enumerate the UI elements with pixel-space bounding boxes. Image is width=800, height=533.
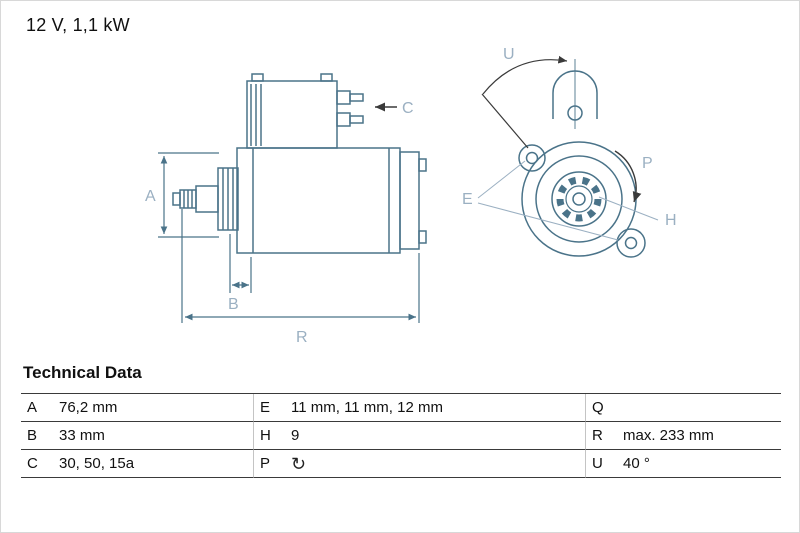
dimension-r-label: R: [296, 329, 308, 346]
technical-data-title: Technical Data: [23, 363, 142, 382]
teeth-h-label: H: [665, 212, 677, 229]
top-left-bolt-hole: [518, 144, 546, 172]
dimension-a: [158, 152, 219, 238]
terminals: [336, 90, 364, 127]
terminal-c-label: C: [402, 100, 414, 117]
dimension-r: [181, 209, 420, 323]
flange-outline: [521, 141, 637, 257]
rotation-direction-icon: ↻: [291, 454, 307, 474]
dimension-a-label: A: [145, 188, 156, 205]
angle-u-dimension: [481, 55, 568, 149]
row-r-value: max. 233 mm: [617, 422, 781, 450]
row-b-value: 33 mm: [53, 422, 253, 450]
row-q-key: Q: [585, 394, 617, 422]
row-q-value: [617, 394, 781, 422]
side-view-drawing: [172, 73, 427, 254]
teeth-h-leader: [598, 196, 659, 221]
row-p-key: P: [253, 450, 285, 478]
end-cap: [399, 151, 420, 250]
bottom-right-mounting-ear: [616, 228, 646, 258]
technical-data-table: A 76,2 mm E 11 mm, 11 mm, 12 mm Q B 33 m…: [21, 393, 781, 478]
pinion-gear: [217, 167, 239, 231]
front-view-drawing: [518, 59, 646, 258]
top-mounting-ear: [552, 59, 598, 129]
dimension-b-label: B: [228, 296, 239, 313]
row-u-key: U: [585, 450, 617, 478]
row-c-key: C: [21, 450, 53, 478]
rotation-p-arrow: [614, 150, 642, 203]
row-a-key: A: [21, 394, 53, 422]
row-r-key: R: [585, 422, 617, 450]
row-u-value: 40 °: [617, 450, 781, 478]
rotation-p-label: P: [642, 155, 653, 172]
row-b-key: B: [21, 422, 53, 450]
drive-shaft: [172, 185, 219, 213]
row-h-value: 9: [285, 422, 585, 450]
row-c-value: 30, 50, 15a: [53, 450, 253, 478]
row-e-value: 11 mm, 11 mm, 12 mm: [285, 394, 585, 422]
motor-body: [236, 147, 401, 254]
row-e-key: E: [253, 394, 285, 422]
hole-e-label: E: [462, 191, 473, 208]
dimension-b: [229, 234, 252, 293]
front-pinion-gear: [556, 176, 602, 222]
starter-motor-technical-drawing: A B R C: [145, 46, 677, 346]
angle-u-label: U: [503, 46, 515, 63]
row-h-key: H: [253, 422, 285, 450]
power-rating-label: 12 V, 1,1 kW: [26, 15, 130, 35]
row-a-value: 76,2 mm: [53, 394, 253, 422]
hole-e-leaders: [477, 160, 619, 241]
